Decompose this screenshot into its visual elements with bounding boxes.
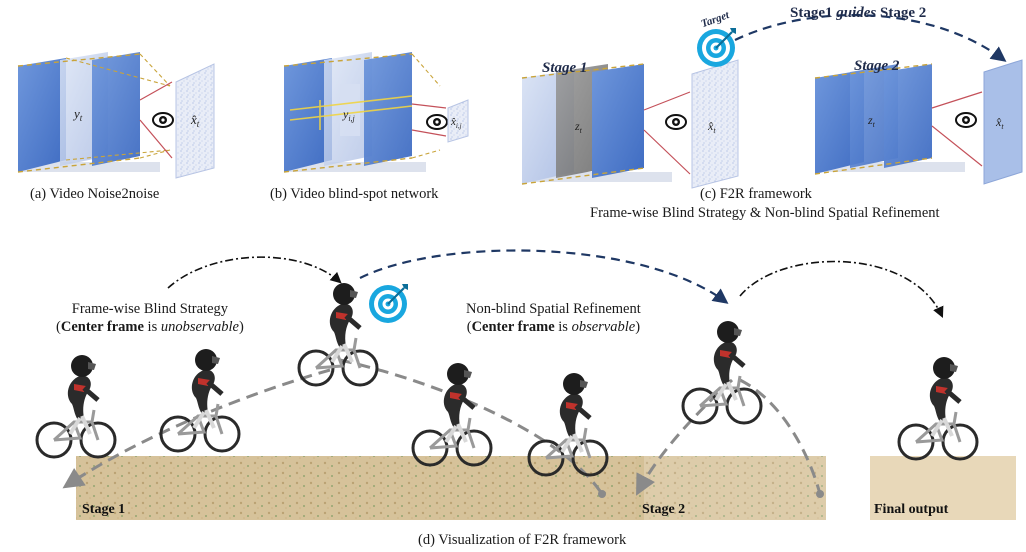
bottom-final-label: Final output [874, 502, 949, 517]
caption-c-line2: Frame-wise Blind Strategy & Non-blind Sp… [590, 205, 940, 222]
caption-b: (b) Video blind-spot network [270, 186, 438, 203]
caption-d: (d) Visualization of F2R framework [418, 532, 626, 549]
note-left-line1: Frame-wise Blind Strategy [56, 300, 244, 318]
note-right-line1: Non-blind Spatial Refinement [466, 300, 641, 318]
rider-frame-2 [161, 349, 239, 451]
rider-final [899, 357, 977, 459]
target-label: Target [700, 9, 732, 30]
stage1-guides-stage2-arrow [735, 15, 1004, 60]
guide-dashed-arrow [360, 250, 726, 302]
panel-b-center-sub: i,j [348, 114, 355, 123]
rider-frame-4 [413, 363, 491, 465]
panel-c-stage2-label: Stage 2 [854, 58, 900, 74]
panel-b-out-sub: i,j [456, 122, 462, 130]
stage1-dashdot-arrow [168, 257, 340, 288]
bottom-stage1-label: Stage 1 [82, 502, 125, 517]
note-right-line2: (Center frame is observable) [466, 318, 641, 336]
panel-b-blindspot: yi,j x̂i,j [284, 52, 468, 172]
panel-c-f2r: Stage 1 zt x̂t Target Stage1 guides Stag… [522, 5, 1022, 188]
target-icon [697, 28, 736, 67]
final-dashdot-arrow [740, 261, 942, 316]
caption-c-line1: (c) F2R framework [700, 186, 812, 203]
bottom-stage2-label: Stage 2 [642, 502, 685, 517]
rider-stage2 [683, 321, 761, 423]
caption-a: (a) Video Noise2noise [30, 186, 159, 203]
rider-frame-3-jump [299, 283, 377, 385]
panel-a-noise2noise: yt x̂t [18, 52, 214, 178]
note-left-line2: (Center frame is unobservable) [56, 318, 244, 336]
note-frame-wise-blind: Frame-wise Blind Strategy (Center frame … [56, 300, 244, 336]
rider-frame-1 [37, 355, 115, 457]
bottom-target-icon [369, 284, 408, 323]
note-non-blind-refinement: Non-blind Spatial Refinement (Center fra… [466, 300, 641, 336]
guide-text: Stage1 guides Stage 2 [790, 5, 926, 21]
panel-c-stage1-label: Stage 1 [542, 60, 587, 76]
